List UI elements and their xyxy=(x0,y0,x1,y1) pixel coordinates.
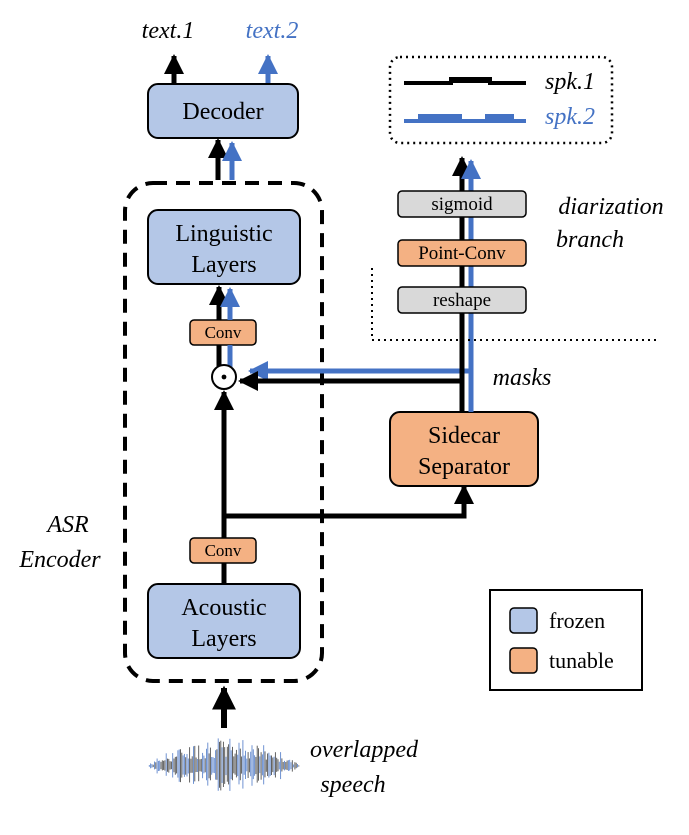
asr-encoder-label-1: ASR xyxy=(45,512,89,538)
legend-frozen-swatch xyxy=(509,607,538,634)
arrow-branch-to-separator xyxy=(224,484,474,519)
spk2-activity-block-2 xyxy=(485,114,514,121)
linguistic-layers-label-2: Layers xyxy=(191,252,256,278)
spk1-activity-block xyxy=(451,77,490,83)
diarization-label-2: branch xyxy=(556,227,624,253)
acoustic-layers-label-1: Acoustic xyxy=(181,595,266,621)
sidecar-separator-label-2: Separator xyxy=(418,454,510,480)
point-conv-block xyxy=(397,239,527,267)
output-text-2: text.2 xyxy=(246,18,299,44)
linguistic-layers-label-1: Linguistic xyxy=(175,221,272,247)
conv-top-block xyxy=(189,319,257,346)
asr-encoder-label-2: Encoder xyxy=(18,547,101,573)
conv-top-label: Conv xyxy=(205,323,242,342)
sidecar-separator-label-1: Sidecar xyxy=(428,423,500,449)
spk2-label: spk.2 xyxy=(545,104,595,130)
input-label-1: overlapped xyxy=(310,737,419,763)
masks-label: masks xyxy=(493,365,552,391)
spk2-activity-block-1 xyxy=(418,114,462,121)
legend-tunable-swatch xyxy=(509,647,538,674)
acoustic-layers-block xyxy=(147,583,301,659)
waveform-icon xyxy=(148,738,300,791)
point-conv-label: Point-Conv xyxy=(418,243,506,264)
acoustic-layers-label-2: Layers xyxy=(191,626,256,652)
diarization-label-1: diarization xyxy=(558,194,663,220)
conv-bottom-label: Conv xyxy=(205,541,242,560)
spk1-label: spk.1 xyxy=(545,69,595,95)
reshape-label: reshape xyxy=(433,290,491,311)
diarization-branch-divider xyxy=(371,268,656,341)
legend-tunable-label: tunable xyxy=(549,648,614,673)
asr-encoder-container xyxy=(123,181,324,683)
input-label-2: speech xyxy=(320,772,385,798)
legend-box xyxy=(489,589,643,691)
linguistic-layers-block xyxy=(147,209,301,285)
sigmoid-label: sigmoid xyxy=(431,194,493,215)
circle-dot-center xyxy=(221,374,227,380)
output-text-1: text.1 xyxy=(142,18,195,44)
sigmoid-block xyxy=(397,190,527,218)
reshape-block xyxy=(397,286,527,314)
decoder-label: Decoder xyxy=(182,99,263,125)
legend-frozen-label: frozen xyxy=(549,608,605,633)
